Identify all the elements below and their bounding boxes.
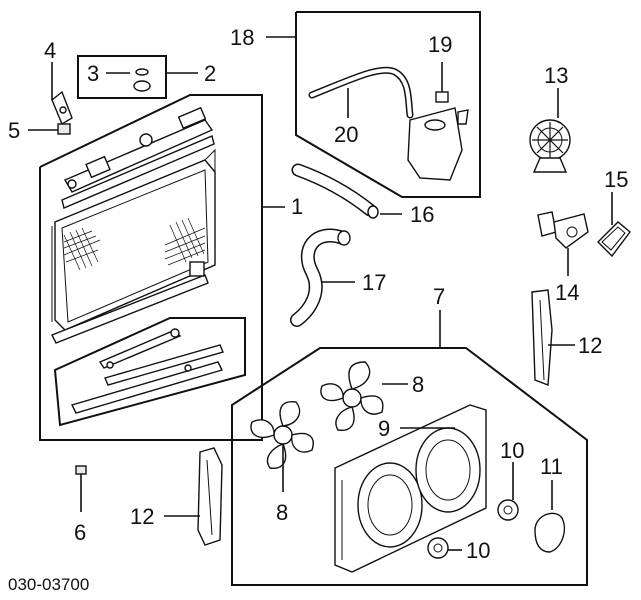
radiator-lower-tank: [51, 261, 209, 344]
callout-labels: 1 2 3 4 5 6 7 8 8 9 10 10 11 12 12 13 14…: [8, 25, 628, 563]
callout-13: 13: [544, 63, 568, 88]
callout-14: 14: [555, 280, 579, 305]
thermostat-housing: [537, 211, 589, 276]
gasket: [597, 192, 631, 258]
reservoir-cap: [435, 62, 449, 103]
cap-group-box: [77, 55, 198, 99]
bolt-part: [75, 465, 87, 512]
callout-20: 20: [334, 122, 358, 147]
fan-blade-lower: [250, 401, 314, 492]
fan-shroud: [334, 404, 487, 573]
nut-part: [28, 123, 71, 135]
callout-7: 7: [433, 284, 445, 309]
bracket-part: [51, 62, 73, 126]
radiator-core: [51, 148, 216, 331]
callout-15: 15: [604, 167, 628, 192]
callout-4: 4: [44, 38, 56, 63]
upper-hose: [291, 163, 402, 219]
water-pump: [529, 88, 571, 173]
callout-8-upper: 8: [412, 372, 424, 397]
motor-cover: [534, 480, 566, 553]
callout-10-upper: 10: [500, 438, 524, 463]
callout-12-left: 12: [130, 504, 154, 529]
fan-blade-upper: [320, 361, 408, 432]
callout-12-right: 12: [578, 333, 602, 358]
callout-16: 16: [410, 202, 434, 227]
callout-8-lower: 8: [276, 500, 288, 525]
callout-19: 19: [428, 32, 452, 57]
callout-2: 2: [204, 61, 216, 86]
callout-18: 18: [230, 25, 254, 50]
radiator-upper-tank: [61, 106, 215, 209]
fan-assembly-frame: [231, 310, 588, 586]
callout-9: 9: [378, 416, 390, 441]
air-guide-right: [531, 289, 575, 386]
callout-1: 1: [291, 194, 303, 219]
callout-6: 6: [74, 520, 86, 545]
callout-5: 5: [8, 118, 20, 143]
callout-11: 11: [540, 454, 563, 479]
callout-10-lower: 10: [466, 538, 490, 563]
callout-17: 17: [362, 270, 386, 295]
reservoir-tank: [407, 107, 469, 181]
reservoir-group-frame: [266, 11, 481, 198]
air-guide-left: [164, 447, 223, 546]
radiator-assembly-frame: [39, 94, 285, 441]
callout-3: 3: [87, 61, 99, 86]
diagram-code: 030-03700: [8, 575, 89, 594]
fan-motor-lower: [427, 537, 462, 559]
reservoir-hose: [308, 66, 414, 119]
fan-motor-upper: [497, 462, 519, 521]
lower-hose: [290, 228, 355, 327]
radiator-lower-hardware-frame: [53, 317, 246, 427]
